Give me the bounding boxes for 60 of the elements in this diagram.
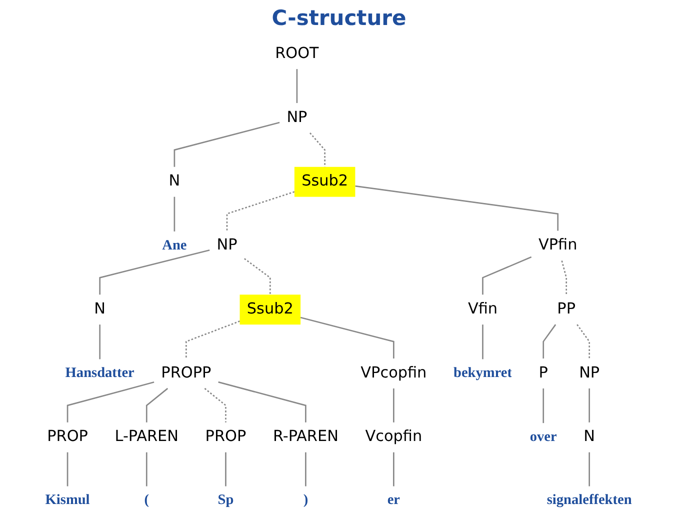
node-text: VPcopfin (361, 364, 428, 382)
connector (146, 388, 168, 422)
node-text: N (94, 300, 106, 318)
connector (226, 452, 227, 486)
connector (146, 452, 148, 486)
connector (300, 316, 395, 359)
connector (589, 452, 590, 486)
node-text: NP (580, 364, 600, 382)
node-text: bekymret (454, 365, 512, 381)
node-text: Hansdatter (66, 365, 135, 381)
node-text: Vfin (468, 300, 498, 318)
connector (482, 324, 484, 360)
connector (244, 258, 272, 295)
connector (226, 191, 296, 231)
title: C-structure (270, 6, 408, 30)
node-text: N (584, 428, 596, 446)
connector (67, 452, 69, 486)
connector (543, 324, 557, 359)
node-text: over (530, 429, 558, 444)
node-text: N (169, 172, 181, 190)
connector (543, 388, 544, 424)
connector (577, 324, 590, 359)
connector (67, 381, 155, 422)
node-text: VPfin (538, 236, 578, 254)
node-text: signaleffekten (547, 492, 632, 508)
connector (186, 320, 240, 359)
connector (305, 452, 307, 486)
node-text: P (539, 364, 548, 382)
node-text: PROP (206, 428, 247, 446)
node-text: ROOT (276, 44, 320, 62)
node-text: ) (304, 492, 309, 508)
connector (100, 324, 101, 360)
node-text: PROPP (162, 364, 212, 382)
node-box: Ssub2 (294, 166, 356, 197)
node-text: L-PAREN (115, 428, 179, 446)
connector (218, 381, 307, 422)
node-box: Ssub2 (240, 294, 301, 325)
node-text: NP (287, 108, 308, 126)
node-text: Ane (162, 238, 188, 253)
connector (174, 122, 280, 167)
connector (356, 185, 559, 231)
connector (562, 260, 568, 295)
node-text: NP (217, 236, 238, 254)
connector (204, 388, 227, 422)
connector (310, 132, 326, 167)
node-text: Sp (218, 492, 234, 508)
node-text: Vcopfin (366, 428, 423, 446)
node-text: ( (144, 492, 150, 508)
node-text: Kismul (46, 492, 90, 508)
node-text: PROP (48, 428, 88, 446)
node-text: R-PAREN (273, 428, 339, 446)
connector (482, 256, 532, 295)
node-text: er (388, 492, 400, 508)
connector (589, 388, 590, 422)
node-text: PP (558, 300, 576, 318)
connector (296, 69, 298, 104)
connector (393, 388, 395, 422)
connector (174, 196, 176, 232)
connector (100, 249, 210, 295)
connector (393, 452, 395, 486)
